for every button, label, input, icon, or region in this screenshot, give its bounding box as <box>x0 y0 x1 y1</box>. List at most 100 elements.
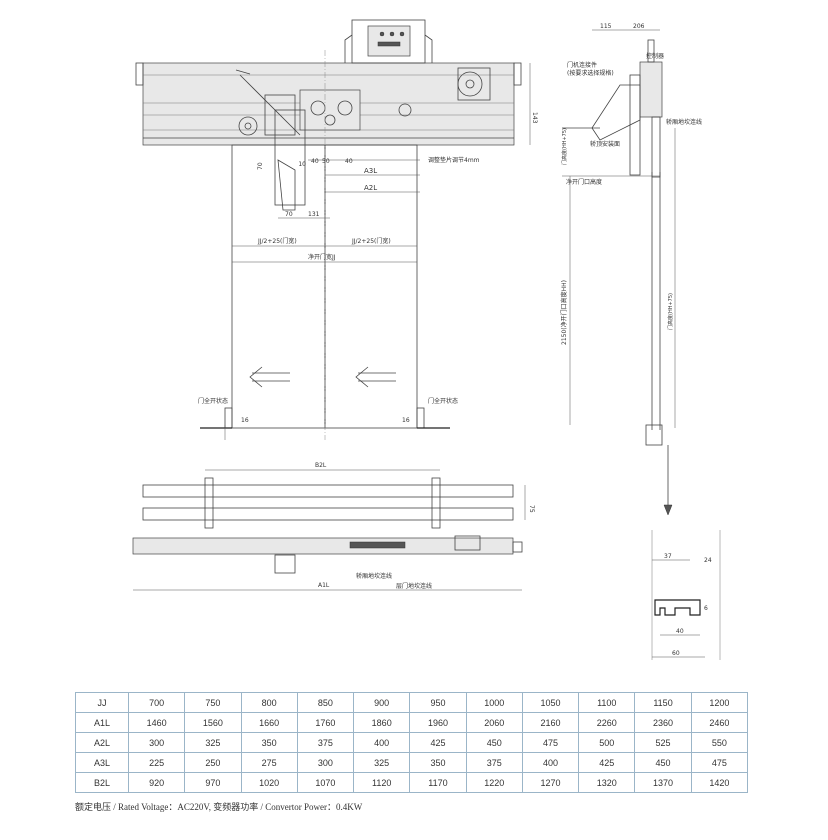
table-cell: 1960 <box>409 712 467 733</box>
table-cell: 850 <box>296 692 355 713</box>
technical-drawing: 143 10 40 50 40 A3L A2L 70 70 131 调整垫片调节… <box>132 19 721 660</box>
table-row: JJ 700 750 800 850 900 950 1000 1050 110… <box>75 692 749 713</box>
table-cell: 2260 <box>578 712 636 733</box>
table-cell: 1320 <box>578 772 636 793</box>
table-cell: 800 <box>240 692 298 713</box>
sill-profile <box>654 599 701 616</box>
table-cell: 425 <box>409 732 467 753</box>
label-car-door-line: 层门地坎连线 <box>396 582 432 590</box>
dim-a2l: A2L <box>364 184 377 192</box>
dim-70: 70 <box>285 211 293 218</box>
label-opening-height: 净开门口高度 <box>566 178 602 186</box>
table-cell: 1760 <box>296 712 355 733</box>
dim-70-vertical: 70 <box>257 162 264 170</box>
table-cell: 1070 <box>296 772 355 793</box>
table-cell: 275 <box>240 752 298 773</box>
dim-24: 24 <box>704 557 712 564</box>
table-cell: 1100 <box>578 692 636 713</box>
row-label: A3L <box>75 752 129 773</box>
table-cell: 400 <box>353 732 411 753</box>
dim-40b: 40 <box>345 158 353 165</box>
table-cell: 2460 <box>690 712 749 733</box>
table-cell: 1420 <box>690 772 749 793</box>
dim-6: 6 <box>704 605 708 612</box>
table-cell: 450 <box>465 732 523 753</box>
table-cell: 1660 <box>240 712 298 733</box>
table-cell: 1000 <box>465 692 523 713</box>
table-row: A2L 300 325 350 375 400 425 450 475 500 … <box>75 732 749 753</box>
detail-arrow-icon <box>663 504 673 516</box>
table-cell: 500 <box>578 732 636 753</box>
table-row: A1L 1460 1560 1660 1760 1860 1960 2060 2… <box>75 712 749 733</box>
table-cell: 250 <box>184 752 242 773</box>
table-cell: 300 <box>127 732 186 753</box>
door-panel-left <box>231 144 326 429</box>
dim-40a: 40 <box>311 158 319 165</box>
label-controller: 控制器 <box>646 52 664 60</box>
table-cell: 970 <box>184 772 242 793</box>
dim-206: 206 <box>633 23 645 30</box>
table-cell: 1170 <box>409 772 467 793</box>
table-cell: 1120 <box>353 772 411 793</box>
row-label: JJ <box>75 692 129 713</box>
dim-143: 143 <box>531 112 538 124</box>
table-row: A3L 225 250 275 300 325 350 375 400 425 … <box>75 752 749 773</box>
dim-115: 115 <box>600 23 612 30</box>
table-cell: 1370 <box>634 772 692 793</box>
label-closed-right: 门全开状态 <box>428 397 458 405</box>
table-cell: 300 <box>296 752 355 773</box>
row-label: B2L <box>75 772 129 793</box>
label-closed-left: 门全开状态 <box>198 397 228 405</box>
lock-bracket <box>274 554 296 574</box>
sill-detail: 37 24 6 40 60 <box>651 530 721 660</box>
table-cell: 750 <box>184 692 242 713</box>
table-cell: 1200 <box>690 692 749 713</box>
dim-a3l: A3L <box>364 167 377 175</box>
table-cell: 325 <box>184 732 242 753</box>
dim-40: 40 <box>676 628 684 635</box>
table-cell: 350 <box>409 752 467 773</box>
table-cell: 1270 <box>521 772 580 793</box>
dim-60: 60 <box>672 650 680 657</box>
dim-b2l: B2L <box>315 462 327 469</box>
adjust-note: 调整垫片调节4mm <box>428 156 480 164</box>
sill-rail <box>132 537 514 555</box>
label-wire: 轿厢地坎连线 <box>666 118 702 126</box>
table-cell: 920 <box>127 772 186 793</box>
dim-gap-right: 16 <box>402 417 410 424</box>
dim-75: 75 <box>528 505 535 513</box>
table-cell: 1150 <box>634 692 692 713</box>
table-cell: 2360 <box>634 712 692 733</box>
controller-box <box>639 61 663 118</box>
table-cell: 1220 <box>465 772 523 793</box>
rated-voltage-note: 额定电压 / Rated Voltage：AC220V, 变频器功率 / Con… <box>75 802 363 812</box>
table-cell: 950 <box>409 692 467 713</box>
table-cell: 325 <box>353 752 411 773</box>
table-cell: 1460 <box>127 712 186 733</box>
table-cell: 525 <box>634 732 692 753</box>
table-cell: 900 <box>353 692 411 713</box>
dim-gap-left: 16 <box>241 417 249 424</box>
table-cell: 425 <box>578 752 636 773</box>
plan-view: B2L 75 A1L 轿厢地坎连线 层门地坎连线 <box>132 462 535 591</box>
table-cell: 350 <box>240 732 298 753</box>
table-cell: 550 <box>690 732 749 753</box>
label-bracket: 轿顶安装面 <box>590 140 620 148</box>
dim-height-block: 门高度(HH+75) <box>561 128 568 165</box>
side-sill <box>645 424 663 446</box>
table-cell: 475 <box>521 732 580 753</box>
table-cell: 400 <box>521 752 580 773</box>
dim-37: 37 <box>664 553 672 560</box>
dim-clear-opening: 净开门宽JJ <box>308 253 336 261</box>
idler-wheel <box>238 116 258 136</box>
table-cell: 225 <box>127 752 186 773</box>
lower-track <box>142 507 514 521</box>
dim-10: 10 <box>298 161 306 168</box>
row-label: A1L <box>75 712 129 733</box>
front-view: 143 10 40 50 40 A3L A2L 70 70 131 调整垫片调节… <box>135 19 538 440</box>
dim-door-height: 门高度(HH+75) <box>667 293 674 330</box>
dim-50: 50 <box>322 158 330 165</box>
table-cell: 2060 <box>465 712 523 733</box>
table-cell: 1050 <box>521 692 580 713</box>
left-hanger-plate <box>274 109 306 206</box>
